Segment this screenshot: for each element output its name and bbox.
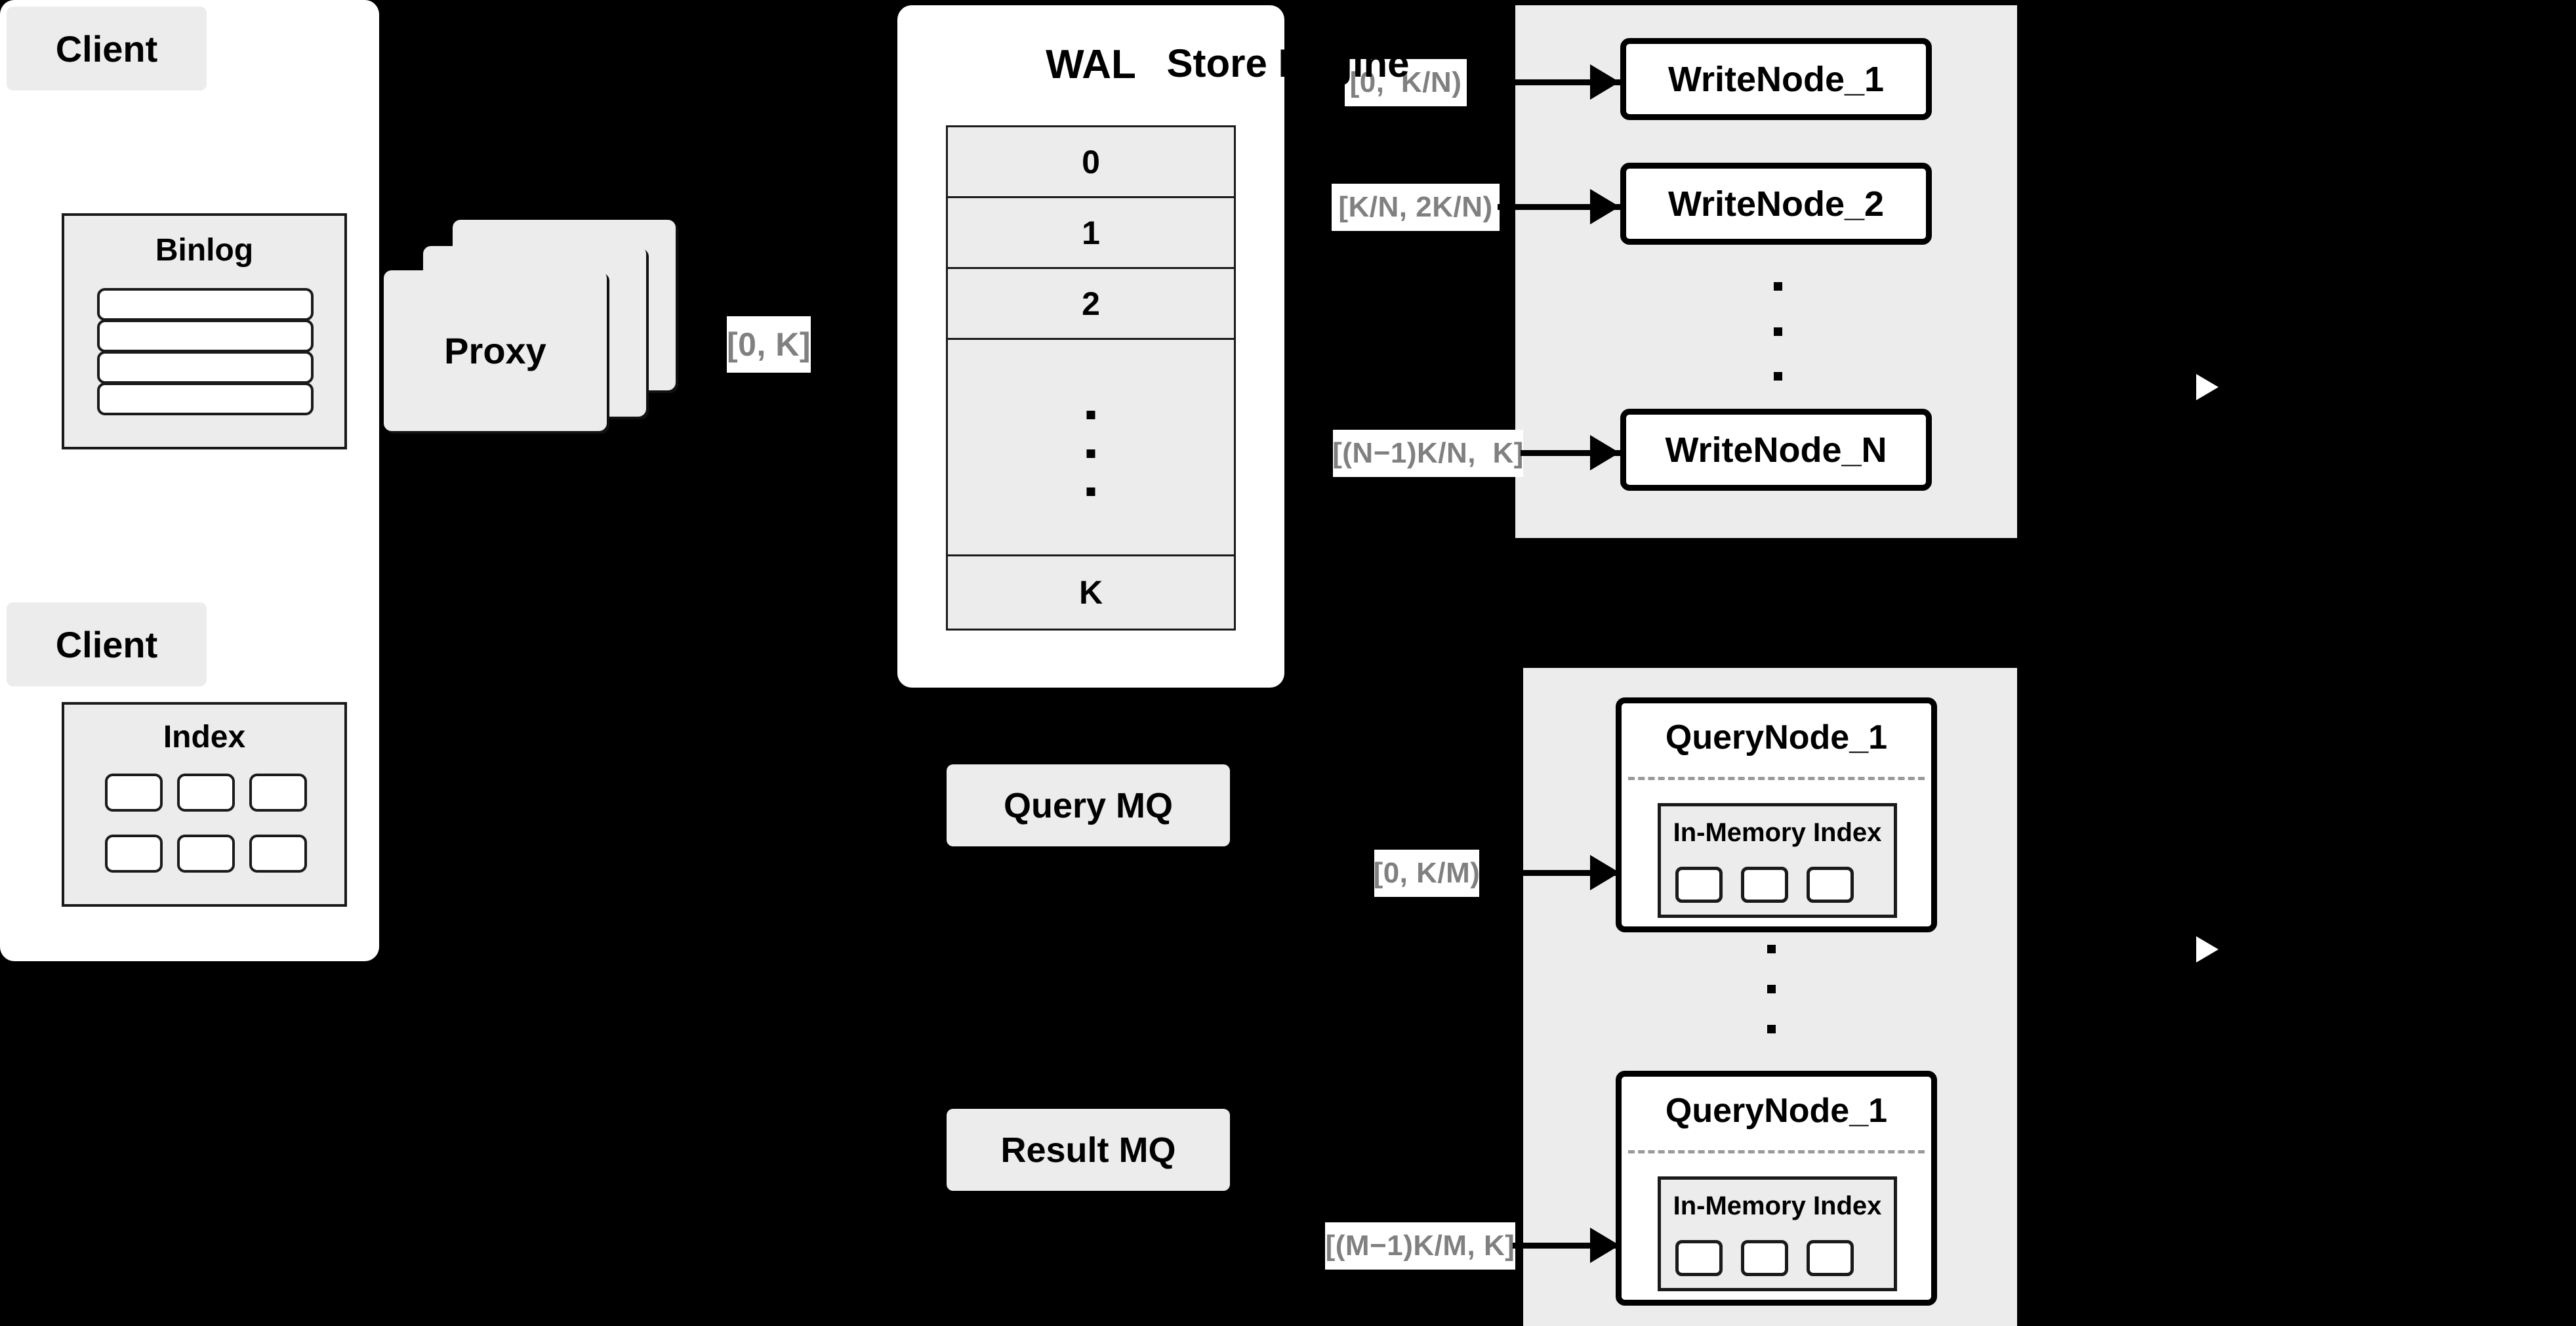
querynode-box-2[interactable]: QueryNode_1 In-Memory Index (1616, 1071, 1937, 1306)
result-mq-box[interactable]: Result MQ (947, 1109, 1230, 1191)
store-engine-title: Store Engine (1166, 41, 1410, 85)
writenode-label-2: WriteNode_2 (1667, 184, 1885, 224)
binlog-entry (97, 383, 314, 415)
proxy-range-label: [0, K] (727, 316, 811, 373)
wal-title: WAL (1046, 42, 1136, 87)
write-arrow-line-1 (1498, 79, 1625, 85)
writenode-box-n[interactable]: WriteNode_N (1620, 409, 1932, 491)
writenode-box-1[interactable]: WriteNode_1 (1620, 38, 1932, 120)
in-memory-index-slot (1807, 867, 1854, 903)
client-box-1[interactable]: Client (7, 7, 207, 91)
binlog-entry (97, 320, 314, 352)
query-range-label-2: [(M−1)K/M, K] (1325, 1222, 1515, 1270)
write-cluster-vertical-dots (1771, 282, 1784, 381)
binlog-box: Binlog (62, 213, 347, 449)
binlog-entry (97, 351, 314, 384)
proxy-label: Proxy (444, 330, 546, 371)
in-memory-index-slot (1675, 1240, 1723, 1276)
query-arrow-head-2 (1590, 1228, 1620, 1263)
write-range-label-n: [(N−1)K/N, K] (1332, 430, 1524, 477)
wal-row: K (1078, 574, 1103, 611)
query-mq-label: Query MQ (1003, 785, 1174, 825)
wal-vertical-dots (1086, 411, 1095, 496)
write-range-text-n: [(N−1)K/N, K] (1332, 437, 1524, 469)
index-slot (177, 774, 235, 812)
querynode-title-2: QueryNode_1 (1665, 1092, 1888, 1130)
write-range-text-1: [0, K/N) (1349, 66, 1462, 98)
query-cluster-vertical-dots (1765, 945, 1778, 1033)
querynode-divider-1 (1628, 777, 1925, 780)
in-memory-index-slot (1675, 867, 1723, 903)
query-mq-box[interactable]: Query MQ (947, 764, 1230, 846)
result-mq-label: Result MQ (1000, 1130, 1176, 1170)
query-range-label-1: [0, K/M) (1373, 850, 1481, 897)
wal-table: 0 1 2 K (946, 125, 1236, 631)
index-arrow-line (2163, 947, 2209, 951)
index-slot (249, 835, 307, 873)
write-arrow-head-2 (1590, 189, 1620, 224)
writenode-label-n: WriteNode_N (1665, 430, 1887, 470)
index-box: Index (62, 702, 347, 907)
wal-row: 2 (948, 269, 1234, 340)
query-range-text-1: [0, K/M) (1373, 857, 1481, 889)
query-range-text-2: [(M−1)K/M, K] (1325, 1230, 1515, 1262)
querynode-title-1: QueryNode_1 (1665, 718, 1888, 756)
index-slot (105, 835, 163, 873)
in-memory-index-slot (1741, 867, 1788, 903)
binlog-arrow-head (2195, 370, 2224, 404)
client-label-2: Client (55, 623, 158, 665)
write-range-label-2: [K/N, 2K/N) (1332, 184, 1500, 231)
binlog-arrow-line (2163, 385, 2209, 389)
binlog-entry (97, 288, 314, 321)
proxy-card-front[interactable]: Proxy (384, 270, 607, 431)
write-arrow-head-1 (1590, 64, 1620, 100)
proxy-range-text: [0, K] (727, 326, 811, 363)
client-label-1: Client (55, 28, 158, 70)
query-arrow-line-2 (1513, 1243, 1625, 1249)
query-arrow-line-1 (1481, 870, 1625, 876)
write-range-text-2: [K/N, 2K/N) (1338, 191, 1493, 223)
wal-row-ellipsis (948, 340, 1234, 556)
in-memory-index-slot (1741, 1240, 1788, 1276)
index-slot (177, 835, 235, 873)
index-slot (249, 774, 307, 812)
wal-panel: WAL 0 1 2 K (897, 5, 1284, 688)
store-engine-panel: Store Engine Binlog Index (0, 0, 1410, 961)
index-arrow-head (2195, 932, 2224, 966)
index-title: Index (163, 720, 246, 755)
wal-row: 0 (948, 127, 1234, 198)
querynode-divider-2 (1628, 1150, 1925, 1153)
writenode-label-1: WriteNode_1 (1667, 59, 1885, 99)
write-arrow-head-n (1590, 435, 1620, 470)
querynode-box-1[interactable]: QueryNode_1 In-Memory Index (1616, 697, 1937, 932)
binlog-title: Binlog (155, 233, 254, 268)
in-memory-index-box-1: In-Memory Index (1658, 803, 1897, 918)
client-box-2[interactable]: Client (7, 602, 207, 686)
in-memory-index-box-2: In-Memory Index (1658, 1176, 1897, 1291)
write-arrow-line-n (1521, 450, 1625, 456)
write-arrow-line-2 (1498, 204, 1625, 210)
writenode-box-2[interactable]: WriteNode_2 (1620, 163, 1932, 245)
wal-row: 1 (948, 198, 1234, 269)
write-range-label-1: [0, K/N) (1345, 59, 1467, 106)
in-memory-index-slot (1807, 1240, 1854, 1276)
query-arrow-head-1 (1590, 855, 1620, 890)
in-memory-index-title-1: In-Memory Index (1673, 818, 1882, 847)
in-memory-index-title-2: In-Memory Index (1673, 1191, 1882, 1220)
index-slot (105, 774, 163, 812)
